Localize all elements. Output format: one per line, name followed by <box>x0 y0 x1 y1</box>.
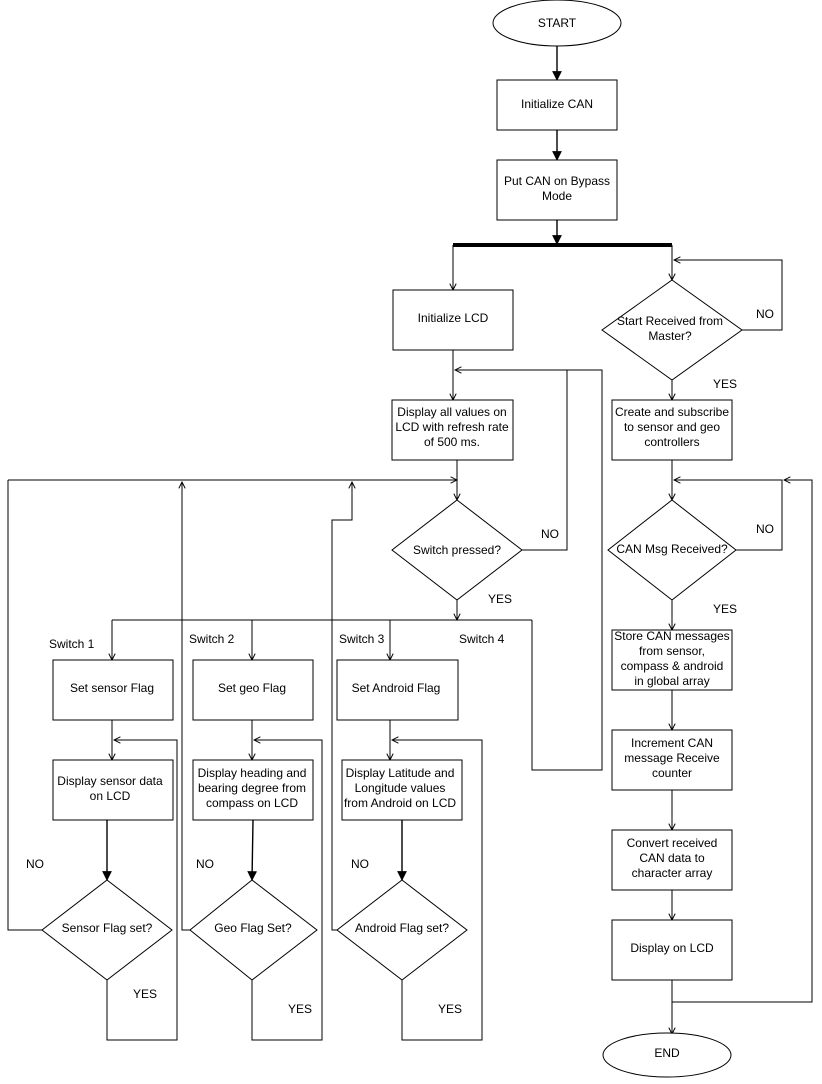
store-can-label-line-1: Store CAN messages <box>614 629 729 643</box>
create-subscribe-label-line-1: Create and subscribe <box>615 405 729 419</box>
set-geo-label: Set geo Flag <box>218 681 286 695</box>
increment-label-line-3: counter <box>652 766 692 780</box>
start-received-decision: Start Received from Master? <box>601 279 743 381</box>
edge-sensor-flag-no <box>7 480 42 931</box>
display-heading-box: Display heading and bearing degree from … <box>192 759 314 821</box>
display-latlong-label-line-2: Longitude values <box>355 781 446 795</box>
sensor-flag-yes-label: YES <box>133 987 157 1001</box>
display-lcd-label: Display on LCD <box>630 941 714 955</box>
android-flag-yes-label: YES <box>438 1002 462 1016</box>
can-msg-received-decision: CAN Msg Received? <box>607 499 737 601</box>
display-sensor-label-line-2: on LCD <box>90 789 131 803</box>
display-heading-label-line-1: Display heading and <box>198 766 307 780</box>
start-received-label-line-1: Start Received from <box>617 314 723 328</box>
display-sensor-box: Display sensor data on LCD <box>52 759 174 821</box>
set-sensor-box: Set sensor Flag <box>52 659 174 721</box>
bypass-label-line-1: Put CAN on Bypass <box>504 174 610 188</box>
geo-flag-label: Geo Flag Set? <box>214 921 292 935</box>
set-sensor-label: Set sensor Flag <box>70 681 154 695</box>
init-can-box: Initialize CAN <box>496 79 618 131</box>
convert-label-line-1: Convert received <box>627 836 718 850</box>
store-can-label-line-2: from sensor, <box>639 644 705 658</box>
store-can-box: Store CAN messages from sensor, compass … <box>611 629 733 691</box>
start-received-label-line-2: Master? <box>648 329 692 343</box>
geo-flag-yes-label: YES <box>288 1002 312 1016</box>
nodes: START Initialize CAN Put CAN on Bypass M… <box>41 0 743 1078</box>
create-subscribe-box: Create and subscribe to sensor and geo c… <box>611 399 733 461</box>
convert-label-line-3: character array <box>632 866 713 880</box>
edge-switch-4 <box>531 369 603 771</box>
display-all-label-line-1: Display all values on <box>397 405 506 419</box>
init-can-label: Initialize CAN <box>521 97 593 111</box>
display-all-label-line-2: LCD with refresh rate <box>395 420 509 434</box>
start-label: START <box>538 16 577 30</box>
display-all-box: Display all values on LCD with refresh r… <box>391 399 514 461</box>
android-flag-decision: Android Flag set? <box>336 879 468 981</box>
switch-pressed-label: Switch pressed? <box>413 543 501 557</box>
init-lcd-label: Initialize LCD <box>418 311 489 325</box>
edge-switch-no-loop <box>455 370 568 551</box>
can-msg-received-label: CAN Msg Received? <box>616 542 728 556</box>
bypass-box: Put CAN on Bypass Mode <box>496 159 618 221</box>
start-node: START <box>492 0 622 47</box>
start-received-yes-label: YES <box>713 377 737 391</box>
android-flag-no-label: NO <box>351 857 369 871</box>
can-msg-yes-label: YES <box>713 602 737 616</box>
edge-android-flag-no <box>331 482 352 931</box>
switch-pressed-decision: Switch pressed? <box>391 499 523 601</box>
switch-4-label: Switch 4 <box>459 632 505 646</box>
switch-2-label: Switch 2 <box>189 632 235 646</box>
display-heading-label-line-2: bearing degree from <box>198 781 306 795</box>
edge-android-flag-yes <box>392 740 483 1041</box>
set-geo-box: Set geo Flag <box>192 659 314 721</box>
switch-1-label: Switch 1 <box>49 637 95 651</box>
geo-flag-no-label: NO <box>196 857 214 871</box>
display-latlong-label-line-1: Display Latitude and <box>346 766 455 780</box>
store-can-label-line-4: in global array <box>634 674 709 688</box>
init-lcd-box: Initialize LCD <box>392 289 514 351</box>
start-received-no-label: NO <box>756 307 774 321</box>
edge-sensor-flag-yes <box>106 740 178 1041</box>
switch-pressed-yes-label: YES <box>488 592 512 606</box>
convert-box: Convert received CAN data to character a… <box>611 829 733 891</box>
switch-pressed-no-label: NO <box>541 527 559 541</box>
geo-flag-decision: Geo Flag Set? <box>189 879 318 981</box>
display-latlong-box: Display Latitude and Longitude values fr… <box>341 759 463 821</box>
switch-3-label: Switch 3 <box>339 632 385 646</box>
create-subscribe-label-line-2: to sensor and geo <box>624 420 720 434</box>
set-android-box: Set Android Flag <box>336 659 459 721</box>
android-flag-label: Android Flag set? <box>355 921 449 935</box>
edge-display-heading-to-flag <box>247 819 258 881</box>
display-lcd-box: Display on LCD <box>611 919 733 981</box>
end-node: END <box>602 1032 732 1078</box>
end-label: END <box>654 1046 680 1060</box>
convert-label-line-2: CAN data to <box>639 851 705 865</box>
display-sensor-label-line-1: Display sensor data <box>57 774 163 788</box>
edges <box>7 46 813 1041</box>
sensor-flag-label: Sensor Flag set? <box>62 921 153 935</box>
edge-can-msg-no-loop <box>674 480 783 551</box>
increment-label-line-1: Increment CAN <box>631 736 713 750</box>
sensor-flag-decision: Sensor Flag set? <box>41 879 173 981</box>
create-subscribe-label-line-3: controllers <box>644 435 699 449</box>
edge-start-received-no-loop <box>674 260 783 331</box>
edge-labels: NO YES NO YES NO YES Switch 1 Switch 2 S… <box>26 307 774 1016</box>
edge-geo-flag-yes <box>251 740 323 1041</box>
store-can-label-line-3: compass & android <box>621 659 724 673</box>
display-heading-label-line-3: compass on LCD <box>206 796 298 810</box>
sensor-flag-no-label: NO <box>26 857 44 871</box>
edge-geo-flag-no <box>182 482 190 931</box>
increment-label-line-2: message Receive <box>624 751 720 765</box>
display-latlong-label-line-3: from Android on LCD <box>344 796 456 810</box>
set-android-label: Set Android Flag <box>352 681 441 695</box>
display-all-label-line-3: of 500 ms. <box>424 435 480 449</box>
increment-box: Increment CAN message Receive counter <box>611 729 733 791</box>
can-msg-no-label: NO <box>756 522 774 536</box>
edge-display-loop-back <box>672 480 813 1003</box>
bypass-label-line-2: Mode <box>542 189 572 203</box>
